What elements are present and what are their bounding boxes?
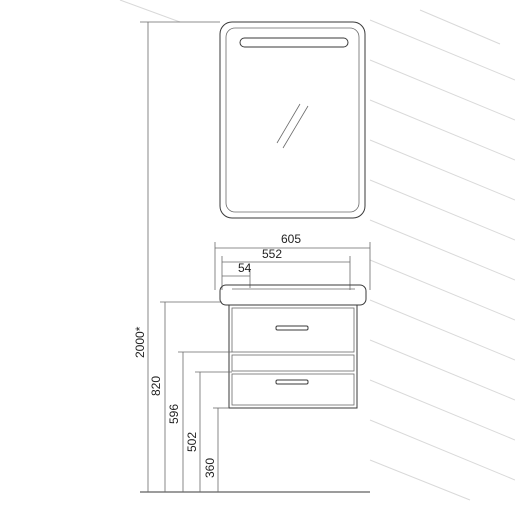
dim-height-bottom: 360 [203,458,217,478]
washbasin [219,284,367,306]
drawer-handle-icon [275,325,309,331]
mirror [219,21,366,219]
led-strip [239,37,349,48]
dim-height-drawer-bottom: 502 [185,432,199,452]
mirror-reflection-icon [276,103,309,149]
width-dimensions [214,242,371,290]
cabinet [228,304,358,409]
dim-width-inner: 552 [262,247,282,261]
dim-height-drawer-top: 596 [167,404,181,424]
drawer-handle-icon-lower [275,379,309,385]
wall-hatching [119,0,515,501]
dim-width-overall: 605 [281,232,301,246]
dim-total-height: 2000* [133,326,147,358]
dim-height-top: 820 [149,376,163,396]
height-dimensions [140,21,232,492]
dim-offset: 54 [238,261,252,275]
